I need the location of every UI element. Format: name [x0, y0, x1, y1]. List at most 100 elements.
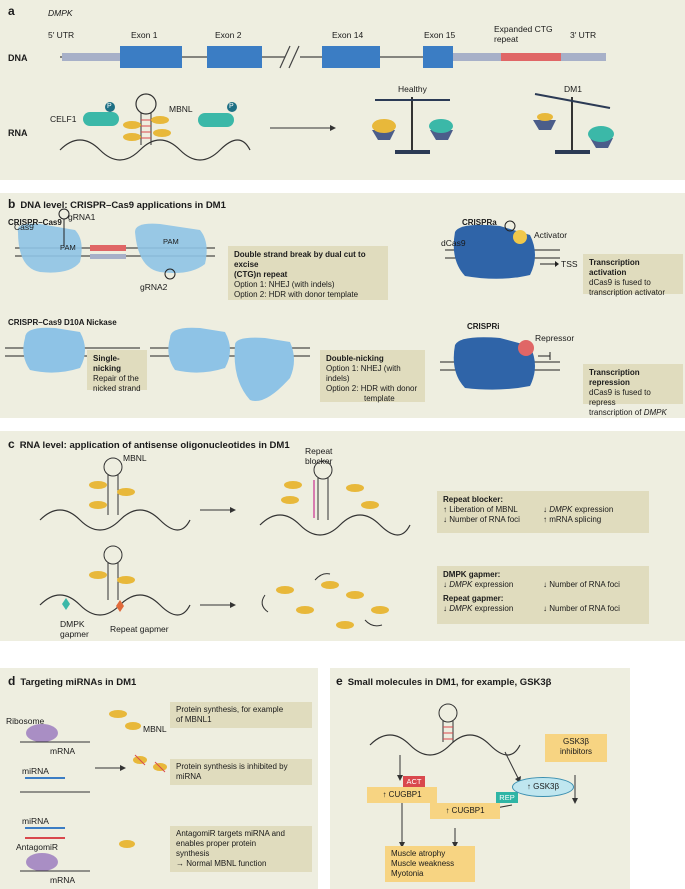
crispri-line1: dCas9 is fused to repress	[589, 388, 651, 407]
dg-arrow: ↓	[443, 580, 450, 589]
exon1-label: Exon 1	[131, 30, 158, 40]
utr5-label: 5′ UTR	[48, 30, 75, 40]
crispra-box-title: Transcription activation	[589, 258, 640, 277]
panel-b-title-text: DNA level: CRISPR–Cas9 applications in D…	[20, 200, 226, 211]
outcomes-box: Muscle atrophy Muscle weakness Myotonia	[385, 846, 475, 882]
panel-c-letter: c	[8, 437, 15, 451]
rg-foci: ↓ Number of RNA foci	[543, 604, 620, 613]
dg-expression: expression	[472, 580, 514, 589]
gsk3b-node: ↑ GSK3β	[512, 777, 574, 797]
exon-2	[207, 46, 262, 68]
grna1-label: gRNA1	[68, 212, 96, 222]
single-nicking-line2: nicked strand	[93, 384, 141, 393]
crispr-cas9-heading: CRISPR–Cas9	[8, 218, 62, 227]
double-nicking-line3: template	[364, 394, 395, 403]
scale-healthy	[372, 97, 453, 154]
ctg-label: Expanded CTG repeat	[494, 24, 553, 44]
rg-expression: expression	[472, 604, 514, 613]
mirna-box2-line2: miRNA	[176, 772, 202, 781]
panel-d-letter: d	[8, 674, 16, 688]
dual-cut-title2: (CTG)n repeat	[234, 270, 288, 279]
crispri-box: Transcription repression dCas9 is fused …	[583, 364, 683, 417]
pam-label-1: PAM	[60, 243, 76, 252]
crispri-line2: transcription of	[589, 408, 644, 417]
cugbp1-box-1: ↑ CUGBP1	[367, 787, 437, 803]
mbnl-label: MBNL	[169, 104, 193, 114]
mirna-box-1: Protein synthesis, for example of MBNL1	[170, 702, 312, 728]
repeat-gapmer-title: Repeat gapmer:	[443, 594, 504, 603]
exon-1	[120, 46, 182, 68]
rb-liberation: ↑ Liberation of MBNL	[443, 505, 518, 514]
gsk3b-illustration	[369, 703, 578, 848]
phospho-label-2: P	[229, 103, 234, 110]
dg-foci: ↓ Number of RNA foci	[543, 580, 620, 589]
inhibitors-line2: inhibitors	[559, 747, 592, 756]
ribosome-label: Ribosome	[6, 716, 45, 726]
dg-gene: DMPK	[449, 580, 473, 589]
panel-d-title: d Targeting miRNAs in DM1	[8, 674, 136, 688]
healthy-label: Healthy	[398, 84, 427, 94]
dm1-label: DM1	[564, 84, 582, 94]
crispra-heading: CRISPRa	[462, 218, 497, 227]
exon2-label: Exon 2	[215, 30, 242, 40]
dual-cut-option2: Option 2: HDR with donor template	[234, 290, 359, 299]
mrna-label-2: mRNA	[50, 875, 76, 885]
mirna-box-3: AntagomiR targets miRNA and enables prop…	[170, 826, 312, 872]
panel-d-title-text: Targeting miRNAs in DM1	[20, 677, 137, 688]
panel-a-letter: a	[8, 4, 15, 18]
repressor-label: Repressor	[535, 333, 575, 343]
mirna-box1-line2: of MBNL1	[176, 715, 212, 724]
tss-label: TSS	[561, 259, 578, 269]
double-nicking-box: Double-nicking Option 1: NHEJ (with inde…	[320, 350, 425, 403]
utr5-block	[62, 53, 120, 61]
dmpk-gapmer-title: DMPK gapmer:	[443, 570, 501, 579]
rb-expression: expression	[572, 505, 614, 514]
crispri-heading: CRISPRi	[467, 322, 500, 331]
nickase-heading: CRISPR–Cas9 D10A Nickase	[8, 318, 117, 327]
act-tag: ACT	[403, 776, 425, 787]
crispra-illustration	[445, 220, 560, 279]
mirna-label-1: miRNA	[22, 766, 49, 776]
outcome-myotonia: Myotonia	[391, 869, 424, 878]
dual-cut-title: Double strand break by dual cut to excis…	[234, 250, 366, 269]
rep-tag: REP	[496, 792, 518, 803]
scale-dm1	[533, 93, 614, 154]
repeat-blocker-box: Repeat blocker: ↑ Liberation of MBNL↓ DM…	[437, 491, 649, 533]
celf1-shape	[83, 112, 119, 126]
outcome-atrophy: Muscle atrophy	[391, 849, 446, 858]
cas9-label: Cas9	[14, 222, 34, 232]
mirna-box-2: Protein synthesis is inhibited by miRNA	[170, 759, 312, 785]
double-nicking-title: Double-nicking	[326, 354, 384, 363]
crispri-illustration	[440, 337, 560, 390]
mirna-box1-line1: Protein synthesis, for example	[176, 705, 284, 714]
utr3-block	[561, 53, 606, 61]
mirna-box3-line1: AntagomiR targets miRNA and	[176, 829, 285, 838]
crispra-line2: transcription activator	[589, 288, 666, 297]
phospho-label-1: P	[107, 103, 112, 110]
pam-label-2: PAM	[163, 237, 179, 246]
exon-15	[423, 46, 453, 68]
crispra-line1: dCas9 is fused to	[589, 278, 651, 287]
rb-arrow: ↓	[543, 505, 550, 514]
mirna-box3-line4: → Normal MBNL function	[176, 859, 267, 868]
mirna-label-2: miRNA	[22, 816, 49, 826]
gapmer-box: DMPK gapmer: ↓ DMPK expression ↓ Number o…	[437, 566, 649, 624]
rg-arrow: ↓	[443, 604, 450, 613]
crispri-line2-gene: DMPK	[643, 408, 667, 417]
nickase-illustration	[5, 327, 310, 402]
dual-cut-option1: Option 1: NHEJ (with indels)	[234, 280, 335, 289]
crispri-box-title: Transcription repression	[589, 368, 640, 387]
single-nicking-title: Single-nicking	[93, 354, 122, 373]
outcome-weakness: Muscle weakness	[391, 859, 455, 868]
dcas9-label: dCas9	[441, 238, 466, 248]
gene-name: DMPK	[48, 8, 73, 18]
panel-e-title-text: Small molecules in DM1, for example, GSK…	[347, 677, 552, 688]
rb-splicing: ↑ mRNA splicing	[543, 515, 602, 524]
ctg-repeat-block	[501, 53, 561, 61]
single-nicking-box: Single-nicking Repair of the nicked stra…	[87, 350, 147, 393]
mirna-box3-line3: synthesis	[176, 849, 210, 858]
mirna-box3-line2: enables proper protein	[176, 839, 257, 848]
